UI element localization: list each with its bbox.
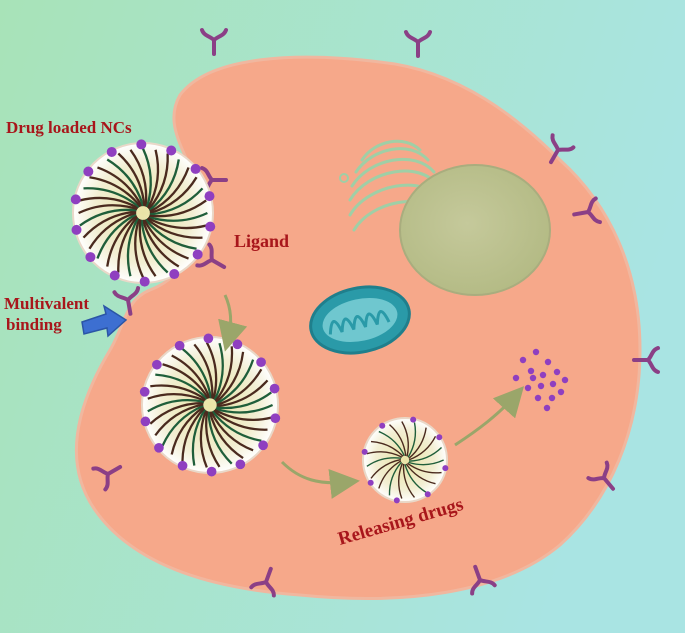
arrow-nc2-to-nc3 — [280, 460, 360, 499]
y-shaped-receptor-icon — [632, 346, 660, 374]
y-shaped-receptor-icon — [200, 28, 228, 56]
y-shaped-receptor-icon — [404, 30, 432, 58]
drug-particle — [527, 367, 535, 375]
y-shaped-receptor-icon — [572, 196, 602, 225]
receptors — [91, 28, 660, 598]
nanocarrier-small — [361, 416, 449, 504]
label-multivalent: Multivalent — [4, 294, 89, 313]
nucleus — [399, 164, 551, 296]
drug-particle — [534, 394, 542, 402]
arrow-nc3-to-drugs — [454, 386, 525, 447]
label-ligand: Ligand — [234, 231, 289, 251]
y-shaped-receptor-icon — [195, 242, 227, 269]
label-binding: binding — [6, 315, 62, 334]
y-shaped-receptor-icon — [249, 566, 276, 598]
drug-particle — [557, 388, 565, 396]
nanocarrier-internalized — [139, 333, 281, 477]
drug-particle — [549, 380, 557, 388]
micelle-nanocarrier-icon — [362, 417, 448, 503]
y-shaped-receptor-icon — [586, 460, 615, 491]
drug-particle — [539, 371, 547, 379]
golgi-vesicle — [339, 173, 349, 183]
mitochondrion — [309, 285, 411, 355]
released-drugs — [512, 348, 569, 412]
drug-particle — [561, 376, 569, 384]
y-shaped-receptor-icon — [91, 465, 123, 492]
arrow-nc1-to-nc2 — [218, 294, 248, 352]
label-drug-loaded: Drug loaded NCs — [6, 118, 132, 137]
nanocarrier-outside — [70, 139, 216, 287]
drug-particle — [548, 394, 556, 402]
drug-particle — [544, 358, 552, 366]
drug-particle — [553, 368, 561, 376]
drug-particle — [543, 404, 551, 412]
y-shaped-receptor-icon — [549, 133, 576, 165]
drug-particle — [524, 384, 532, 392]
drug-particle — [519, 356, 527, 364]
drug-particle — [529, 374, 537, 382]
y-shaped-receptor-icon — [112, 286, 141, 316]
blue-arrow-icon — [81, 304, 128, 338]
drug-particle — [532, 348, 540, 356]
drug-particle — [537, 382, 545, 390]
drug-particle — [512, 374, 520, 382]
y-shaped-receptor-icon — [470, 564, 497, 596]
micelle-nanocarrier-icon — [72, 142, 214, 284]
